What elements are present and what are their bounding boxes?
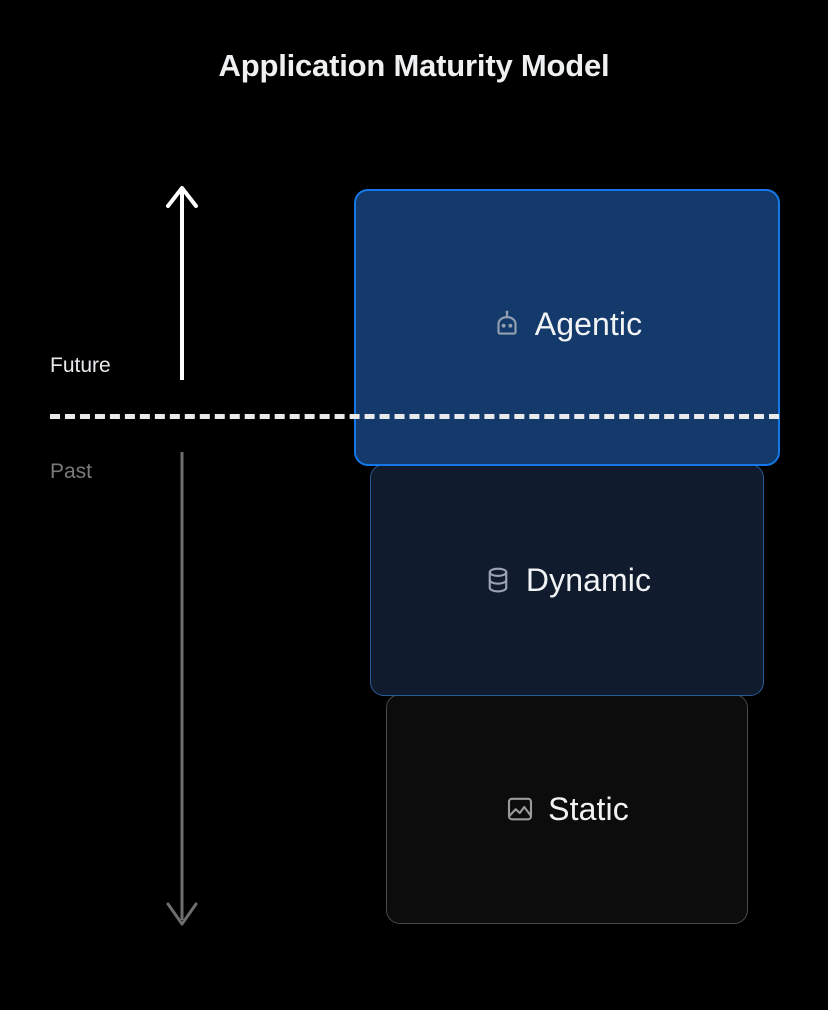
layer-dynamic-content: Dynamic bbox=[483, 561, 651, 599]
timeline-label-past: Past bbox=[50, 460, 93, 483]
database-icon bbox=[488, 567, 508, 593]
arrow-down-icon bbox=[166, 452, 198, 926]
layer-static[interactable]: Static bbox=[386, 694, 748, 924]
past-future-divider bbox=[50, 414, 779, 419]
robot-icon bbox=[497, 310, 517, 335]
timeline-axis: Future Past bbox=[0, 0, 340, 1010]
page-title: Application Maturity Model bbox=[218, 48, 610, 83]
layer-static-label: Static bbox=[548, 791, 629, 827]
arrow-up-icon bbox=[166, 186, 198, 380]
layer-agentic-content: Agentic bbox=[492, 305, 642, 343]
timeline-label-future: Future bbox=[50, 354, 111, 377]
layer-agentic[interactable]: Agentic bbox=[354, 189, 780, 466]
layer-dynamic-label: Dynamic bbox=[525, 562, 652, 598]
layer-static-content: Static bbox=[505, 790, 629, 828]
layer-dynamic[interactable]: Dynamic bbox=[370, 464, 764, 696]
image-icon bbox=[508, 797, 533, 821]
layer-agentic-label: Agentic bbox=[534, 305, 643, 342]
